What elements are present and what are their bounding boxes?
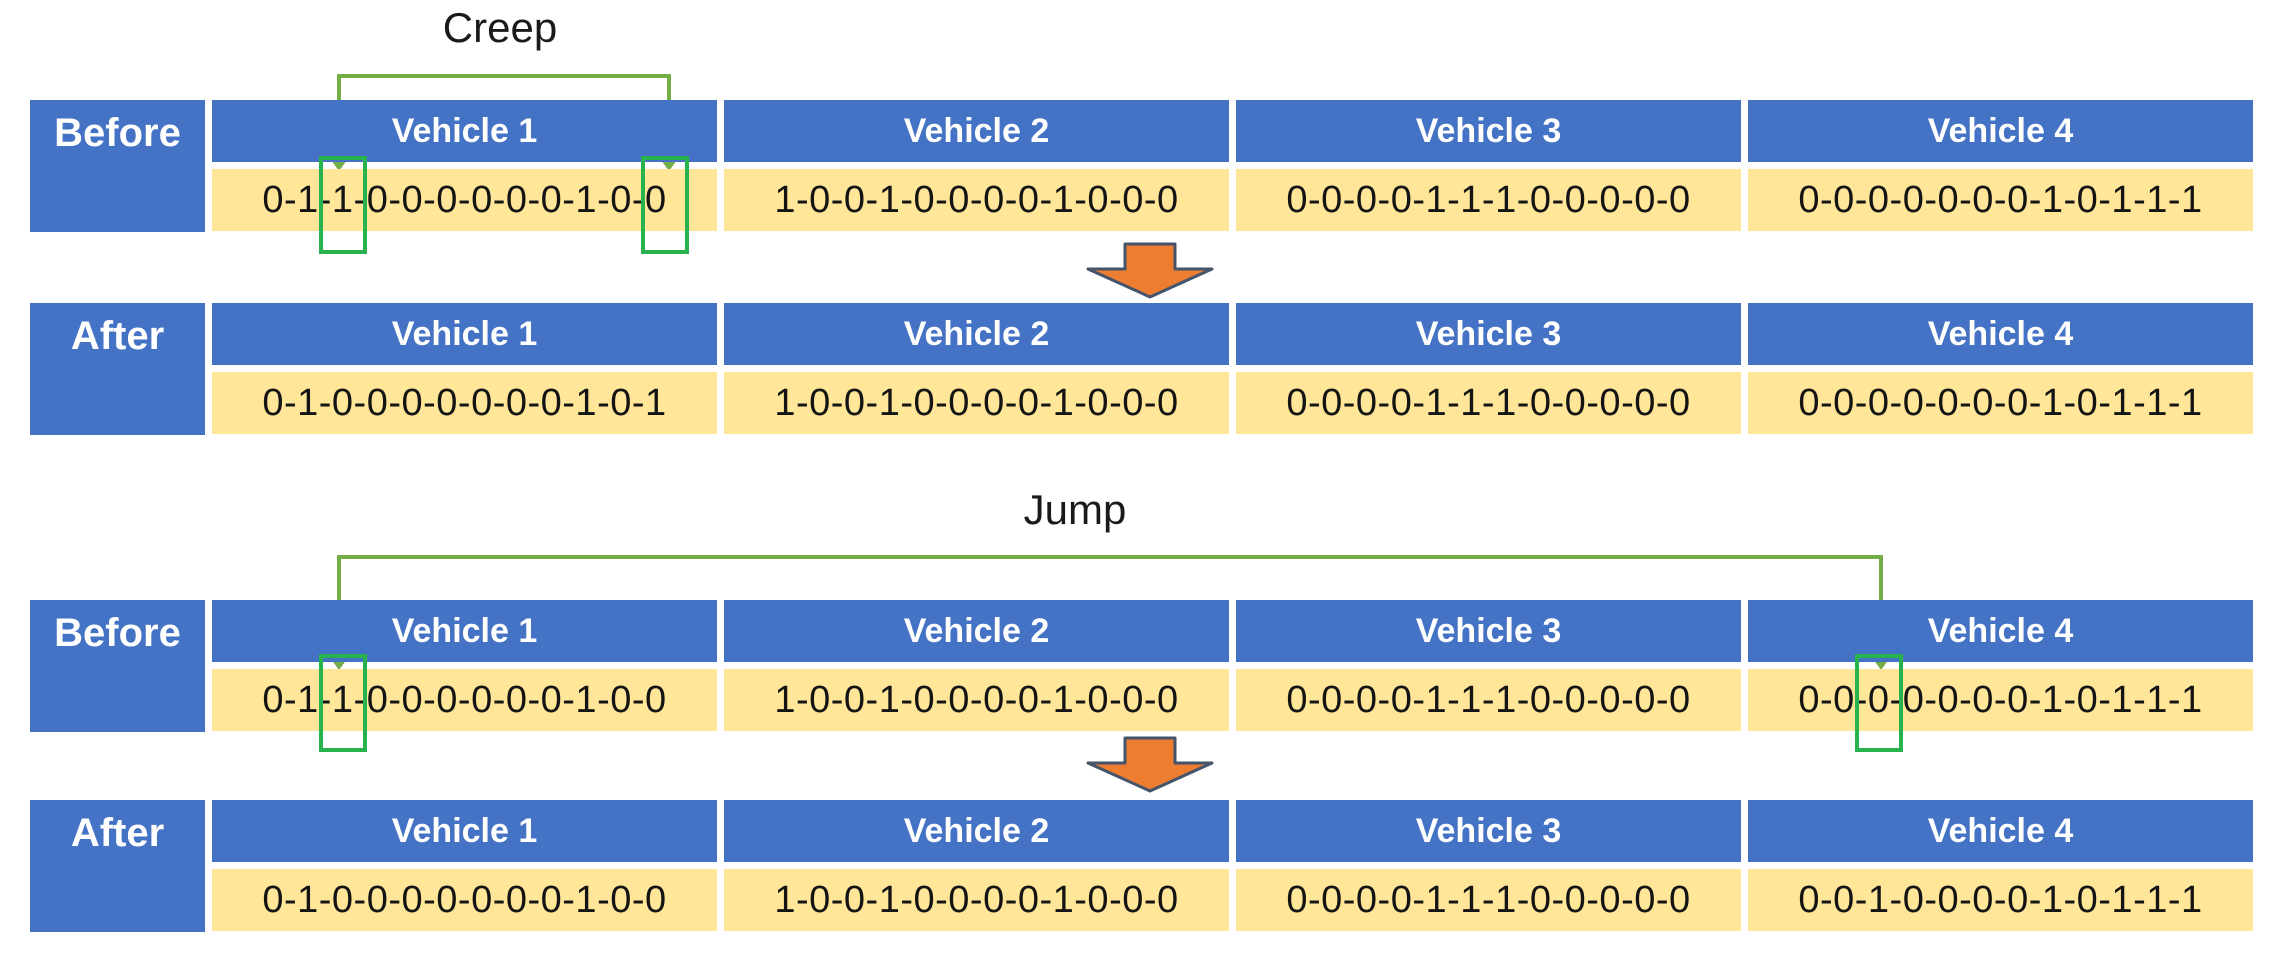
jump-after-row: After Vehicle 1 Vehicle 2 Vehicle 3 Vehi… (0, 800, 2288, 932)
vehicle-4-header: Vehicle 4 (1748, 800, 2253, 862)
vehicle-3-header: Vehicle 3 (1236, 600, 1741, 662)
vehicle-2-header: Vehicle 2 (724, 303, 1229, 365)
vehicle-1-header: Vehicle 1 (212, 303, 717, 365)
sequence-cell: 0-0-0-0-1-1-1-0-0-0-0-0 (1236, 669, 1741, 731)
row-label-after: After (30, 800, 205, 932)
transform-down-arrow-icon (1086, 242, 1214, 299)
creep-after-row: After Vehicle 1 Vehicle 2 Vehicle 3 Vehi… (0, 303, 2288, 435)
jump-target-bit-highlight (1855, 654, 1903, 752)
sequence-cell: 0-1-0-0-0-0-0-0-0-1-0-1 (212, 372, 717, 434)
sequence-cell: 1-0-0-1-0-0-0-0-1-0-0-0 (724, 372, 1229, 434)
sequence-cell: 0-0-0-0-1-1-1-0-0-0-0-0 (1236, 169, 1741, 231)
sequence-cell: 0-0-0-0-1-1-1-0-0-0-0-0 (1236, 869, 1741, 931)
jump-source-bit-highlight (319, 654, 367, 752)
vehicle-1-header: Vehicle 1 (212, 800, 717, 862)
vehicle-4-header: Vehicle 4 (1748, 600, 2253, 662)
vehicle-4-header: Vehicle 4 (1748, 100, 2253, 162)
creep-target-bit-highlight (641, 156, 689, 254)
sequence-cell: 0-1-0-0-0-0-0-0-0-1-0-0 (212, 869, 717, 931)
creep-label: Creep (442, 4, 558, 51)
vehicle-3-header: Vehicle 3 (1236, 303, 1741, 365)
vehicle-1-header: Vehicle 1 (212, 600, 717, 662)
sequence-cell: 1-0-0-1-0-0-0-0-1-0-0-0 (724, 669, 1229, 731)
creep-source-bit-highlight (319, 156, 367, 254)
sequence-cell: 0-0-0-0-0-0-0-1-0-1-1-1 (1748, 372, 2253, 434)
vehicle-2-header: Vehicle 2 (724, 800, 1229, 862)
vehicle-2-header: Vehicle 2 (724, 600, 1229, 662)
sequence-cell: 0-0-0-0-0-0-0-1-0-1-1-1 (1748, 169, 2253, 231)
jump-before-row: Before Vehicle 1 Vehicle 2 Vehicle 3 Veh… (0, 600, 2288, 732)
transform-down-arrow-icon (1086, 736, 1214, 793)
sequence-cell: 0-1-1-0-0-0-0-0-0-1-0-0 (212, 669, 717, 731)
sequence-cell: 0-1-1-0-0-0-0-0-0-1-0-0 (212, 169, 717, 231)
vehicle-4-header: Vehicle 4 (1748, 303, 2253, 365)
creep-before-row: Before Vehicle 1 Vehicle 2 Vehicle 3 Veh… (0, 100, 2288, 232)
row-label-before: Before (30, 100, 205, 232)
sequence-cell: 1-0-0-1-0-0-0-0-1-0-0-0 (724, 869, 1229, 931)
sequence-cell: 1-0-0-1-0-0-0-0-1-0-0-0 (724, 169, 1229, 231)
vehicle-3-header: Vehicle 3 (1236, 800, 1741, 862)
vehicle-3-header: Vehicle 3 (1236, 100, 1741, 162)
sequence-cell: 0-0-0-0-0-0-0-1-0-1-1-1 (1748, 669, 2253, 731)
vehicle-2-header: Vehicle 2 (724, 100, 1229, 162)
vehicle-1-header: Vehicle 1 (212, 100, 717, 162)
sequence-cell: 0-0-1-0-0-0-0-1-0-1-1-1 (1748, 869, 2253, 931)
jump-label: Jump (1023, 486, 1127, 533)
sequence-cell: 0-0-0-0-1-1-1-0-0-0-0-0 (1236, 372, 1741, 434)
row-label-before: Before (30, 600, 205, 732)
row-label-after: After (30, 303, 205, 435)
